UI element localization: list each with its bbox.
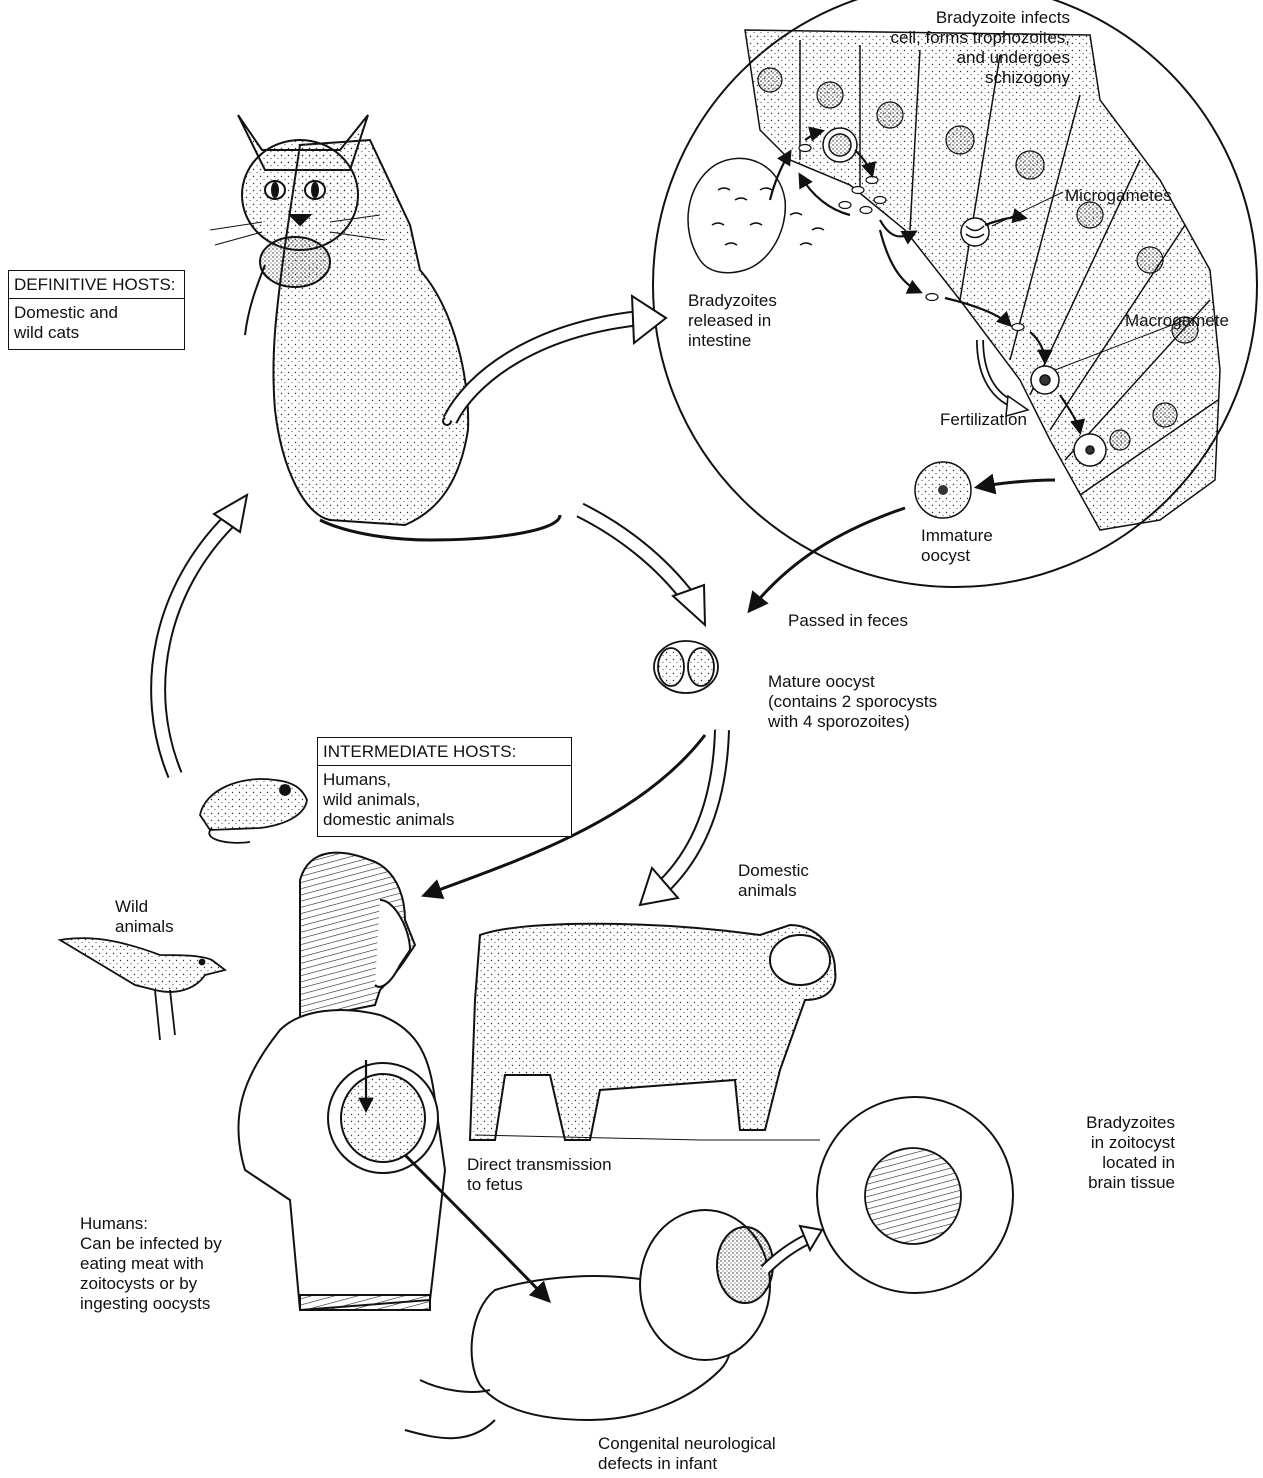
label-passed-in-feces: Passed in feces	[788, 611, 908, 631]
label-macrogamete: Macrogamete	[1125, 311, 1229, 331]
cat-to-intestine-arrow	[450, 296, 666, 420]
label-fertilization: Fertilization	[940, 410, 1027, 430]
label-wild-animals: Wild animals	[115, 897, 174, 937]
label-mature-oocyst: Mature oocyst (contains 2 sporocysts wit…	[768, 672, 937, 732]
label-direct-transmission: Direct transmission to fetus	[467, 1155, 612, 1195]
infant-illustration	[405, 1210, 773, 1438]
cow-illustration	[470, 924, 835, 1140]
label-bradyzoites-released: Bradyzoites released in intestine	[688, 291, 777, 351]
microgamete-cell	[961, 218, 989, 246]
infant-to-brain-arrow	[765, 1226, 822, 1270]
label-brain-inset: Bradyzoites in zoitocyst located in brai…	[1005, 1113, 1175, 1193]
label-humans-note: Humans: Can be infected by eating meat w…	[80, 1214, 222, 1314]
definitive-hosts-box: DEFINITIVE HOSTS: Domestic and wild cats	[8, 270, 185, 350]
intermediate-hosts-heading: INTERMEDIATE HOSTS:	[318, 738, 571, 766]
label-microgametes: Microgametes	[1065, 186, 1172, 206]
label-congenital: Congenital neurological defects in infan…	[598, 1434, 776, 1474]
mouse-illustration	[200, 779, 307, 843]
label-bradyzoite-infects: Bradyzoite infects cell, forms trophozoi…	[850, 8, 1070, 88]
label-immature-oocyst: Immature oocyst	[921, 526, 993, 566]
mouse-to-cat-arrow	[158, 495, 247, 775]
intermediate-hosts-list: Humans, wild animals, domestic animals	[318, 766, 571, 836]
mature-oocyst	[654, 641, 718, 693]
cat-to-oocyst-arrow	[580, 510, 705, 625]
label-domestic-animals: Domestic animals	[738, 861, 809, 901]
bird-illustration	[60, 938, 225, 1040]
brain-tissue-inset	[817, 1097, 1013, 1293]
cat-illustration	[210, 115, 560, 540]
oocyst-to-cow-arrow	[640, 730, 722, 905]
definitive-hosts-heading: DEFINITIVE HOSTS:	[9, 271, 184, 299]
definitive-hosts-list: Domestic and wild cats	[9, 299, 184, 349]
intermediate-hosts-box: INTERMEDIATE HOSTS: Humans, wild animals…	[317, 737, 572, 837]
immature-oocyst	[915, 462, 971, 518]
woman-illustration	[238, 853, 445, 1310]
schizont	[823, 128, 857, 162]
